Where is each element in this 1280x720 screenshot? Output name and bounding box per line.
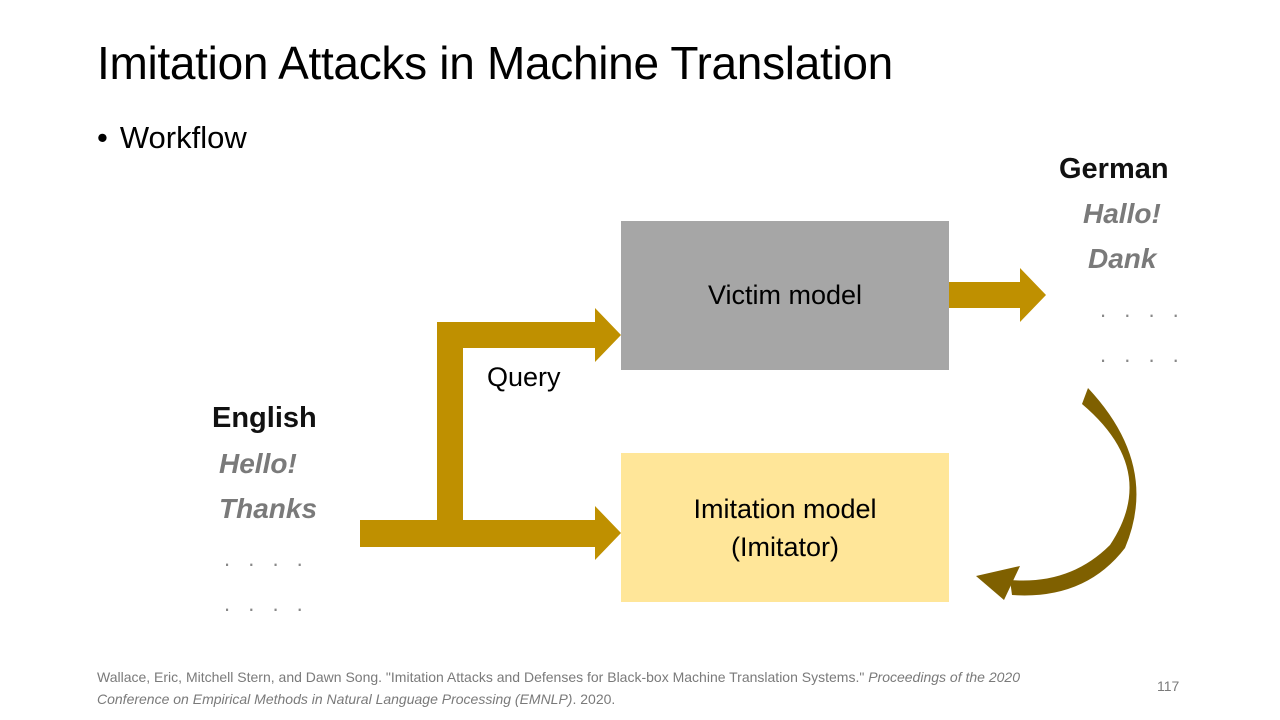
victim-model-label: Victim model [707, 280, 863, 310]
bullet-marker: • [97, 120, 108, 155]
arrow-to-victim [437, 308, 621, 362]
victim-model-box: Victim model [621, 221, 949, 370]
arrow-to-imitation [360, 506, 621, 560]
page-number: 117 [1157, 678, 1180, 694]
citation-venue: Proceedings of the 2020 Conference on Em… [97, 669, 1020, 707]
arrow-victim-output [949, 268, 1046, 322]
english-heading: English [212, 402, 317, 434]
english-word-2: Thanks [219, 493, 318, 524]
english-word-1: Hello! [219, 448, 297, 479]
slide-title: Imitation Attacks in Machine Translation [97, 37, 893, 89]
german-word-2: Dank [1088, 243, 1157, 274]
citation-text: Wallace, Eric, Mitchell Stern, and Dawn … [97, 669, 869, 685]
german-word-1: Hallo! [1083, 198, 1161, 229]
bullet-text: Workflow [119, 120, 247, 155]
query-label: Query [487, 362, 561, 392]
citation: Wallace, Eric, Mitchell Stern, and Dawn … [97, 666, 1037, 710]
curved-return-arrow [976, 388, 1137, 600]
german-ellipsis-2: . . . . [1100, 342, 1185, 367]
english-ellipsis-1: . . . . [224, 546, 309, 571]
bullet-workflow: • Workflow [97, 120, 247, 156]
imitation-model-label: Imitation model [693, 493, 877, 524]
imitator-label: (Imitator) [731, 531, 839, 562]
english-ellipsis-2: . . . . [224, 591, 309, 616]
german-heading: German [1059, 153, 1169, 185]
arrow-branch-vertical [437, 322, 463, 520]
citation-year: . 2020. [572, 691, 616, 707]
german-ellipsis-1: . . . . [1100, 297, 1185, 322]
imitation-model-box: Imitation model (Imitator) [621, 453, 949, 602]
